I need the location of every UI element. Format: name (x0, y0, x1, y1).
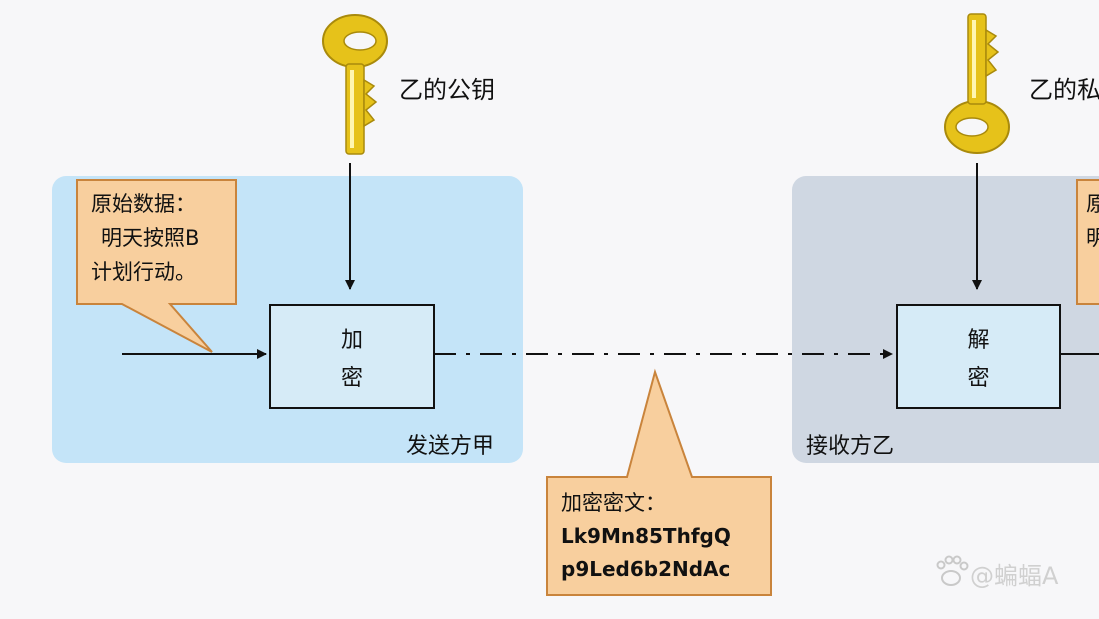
plaintext-line-1: 明天按照B (101, 226, 200, 250)
plaintext-line-2: 计划行动。 (91, 260, 196, 284)
private-key-icon (944, 13, 1010, 154)
receiver-note-line-1: 原 (1086, 192, 1099, 216)
receiver-plaintext-callout (1076, 179, 1099, 305)
ciphertext-title: 加密密文： (561, 491, 666, 515)
decrypt-char-2: 密 (967, 366, 990, 391)
private-key-label: 乙的私 (1029, 76, 1099, 104)
encrypt-char-2: 密 (340, 366, 363, 391)
plaintext-title: 原始数据： (91, 192, 196, 216)
receiver-note-line-2: 明 (1086, 226, 1099, 250)
watermark-text: @蝙蝠A (970, 562, 1059, 590)
sender-panel-label: 发送方甲 (406, 434, 495, 459)
ciphertext-callout (546, 368, 772, 596)
encrypt-char-1: 加 (340, 328, 363, 353)
ciphertext-line-2: p9Led6b2NdAc (561, 557, 731, 581)
plaintext-callout (76, 179, 237, 353)
encrypt-box: 加 密 (269, 304, 435, 409)
receiver-panel-label: 接收方乙 (806, 434, 895, 459)
public-key-icon (322, 14, 388, 155)
ciphertext-line-1: Lk9Mn85ThfgQ (561, 524, 731, 548)
public-key-label: 乙的公钥 (399, 76, 495, 104)
decrypt-char-1: 解 (967, 328, 990, 353)
decrypt-box: 解 密 (896, 304, 1061, 409)
paw-icon (936, 555, 969, 586)
